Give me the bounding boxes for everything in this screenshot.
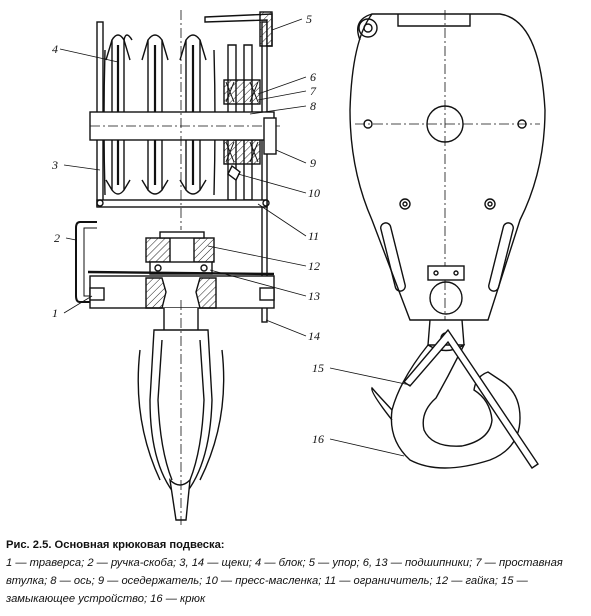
callout-4: 4 [52, 42, 58, 56]
callout-1: 1 [52, 306, 58, 320]
callout-labels: 1 2 3 4 5 6 7 8 9 10 11 12 13 14 15 16 [51, 12, 324, 446]
front-view [349, 10, 546, 469]
cheek-outline [349, 13, 546, 321]
callout-11: 11 [308, 229, 319, 243]
hook-side-view [137, 300, 225, 525]
leader-lines [59, 18, 411, 457]
section-view [75, 10, 280, 525]
callout-3: 3 [51, 158, 58, 172]
crosshead [87, 270, 275, 309]
hook [390, 344, 521, 469]
callout-2: 2 [54, 231, 60, 245]
handle-bracket [75, 221, 97, 303]
nut [145, 231, 215, 265]
caption-title: Рис. 2.5. Основная крюковая подвеска: [6, 539, 225, 551]
thrust-bearing [149, 261, 213, 275]
axle-holder [263, 117, 277, 155]
shank-boss [429, 281, 463, 315]
callout-16: 16 [312, 432, 324, 446]
grease-fitting [227, 164, 241, 182]
top-bolt-left [358, 18, 378, 38]
callout-5: 5 [306, 12, 312, 26]
callout-12: 12 [308, 259, 320, 273]
hook-suspension-drawing: 1 2 3 4 5 6 7 8 9 10 11 12 13 14 15 16 [51, 10, 546, 525]
stop-bracket-hatch [259, 11, 273, 47]
callout-14: 14 [308, 329, 320, 343]
callout-9: 9 [310, 156, 316, 170]
callout-7: 7 [310, 84, 317, 98]
caption-legend: 1 — траверса; 2 — ручка-скоба; 3, 14 — щ… [6, 557, 563, 605]
callout-13: 13 [308, 289, 320, 303]
callout-8: 8 [310, 99, 316, 113]
callout-6: 6 [310, 70, 316, 84]
locking-latch [402, 328, 539, 469]
callout-15: 15 [312, 361, 324, 375]
limiter [96, 199, 268, 208]
figure-caption: Рис. 2.5. Основная крюковая подвеска: 1 … [6, 536, 586, 608]
callout-10: 10 [308, 186, 320, 200]
